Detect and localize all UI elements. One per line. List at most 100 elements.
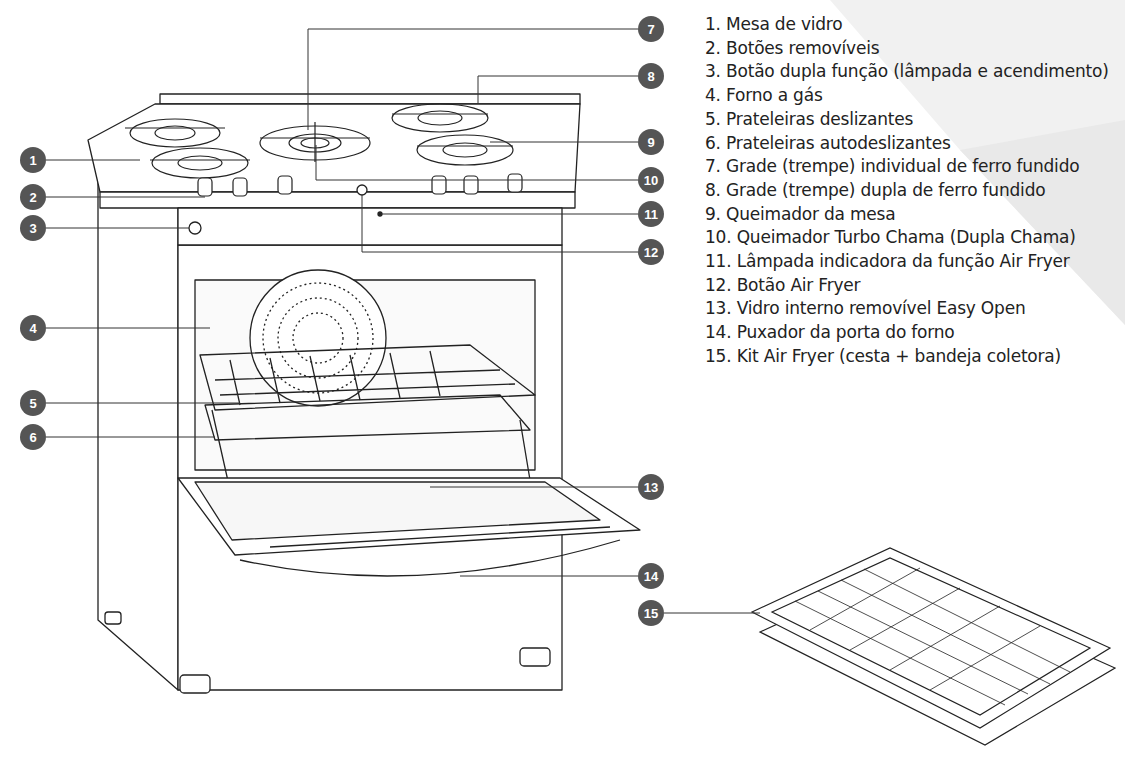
callout-number: 3 [20, 215, 46, 241]
burner [178, 156, 222, 170]
leader-line [46, 328, 210, 329]
leader-line [664, 613, 760, 614]
grate-bars [125, 114, 513, 162]
knob [233, 178, 247, 196]
leader-line [362, 195, 638, 252]
leader-line [460, 576, 638, 577]
foot [105, 612, 121, 624]
legend-item: 2. Botões removíveis [705, 38, 879, 58]
background-band [960, 120, 1125, 325]
oven-door [178, 478, 640, 555]
oven-rack [205, 395, 530, 440]
indicator-lamp [378, 212, 382, 216]
grate [130, 119, 220, 147]
grate [417, 135, 513, 165]
fan-grille [278, 298, 358, 378]
callout-text: 7 [647, 23, 654, 36]
door-slot [270, 527, 610, 547]
leader-line [46, 197, 205, 198]
legend-item: 3. Botão dupla função (lâmpada e acendim… [705, 61, 1109, 81]
knob [278, 176, 292, 194]
burner [418, 111, 462, 125]
callout-text: 11 [644, 208, 658, 221]
callout-number: 4 [20, 315, 46, 341]
leader-line [46, 228, 189, 229]
fan-grille [293, 313, 343, 363]
oven-fan [250, 270, 386, 406]
function-button [189, 222, 201, 234]
knob [198, 178, 212, 196]
legend-item: 14. Puxador da porta do forno [705, 322, 955, 342]
legend-item: 15. Kit Air Fryer (cesta + bandeja colet… [705, 346, 1061, 366]
callout-text: 4 [29, 322, 36, 335]
front-frame [178, 245, 562, 690]
callout-number: 10 [638, 167, 664, 193]
callout-text: 1 [29, 154, 36, 167]
knobs [198, 174, 522, 196]
door-handle [240, 540, 620, 576]
legend-item: 10. Queimador Turbo Chama (Dupla Chama) [705, 227, 1076, 247]
foot [180, 675, 210, 693]
knob [432, 176, 446, 194]
callout-number: 5 [20, 390, 46, 416]
glass-top [88, 104, 580, 192]
callout-number: 11 [638, 201, 664, 227]
callout-number: 13 [638, 474, 664, 500]
callout-text: 15 [644, 607, 658, 620]
legend-item: 1. Mesa de vidro [705, 14, 842, 34]
grate [392, 104, 488, 132]
callout-text: 8 [647, 70, 654, 83]
legend-item: 4. Forno a gás [705, 85, 823, 105]
callout-text: 9 [647, 136, 654, 149]
leader-line [382, 214, 638, 215]
leader-line [46, 160, 140, 161]
leader-line [46, 437, 215, 438]
legend-item: 11. Lâmpada indicadora da função Air Fry… [705, 251, 1070, 271]
burners [125, 104, 513, 178]
callout-text: 10 [644, 174, 658, 187]
callout-number: 7 [638, 16, 664, 42]
legend-item: 7. Grade (trempe) individual de ferro fu… [705, 156, 1079, 176]
airfryer-button [357, 185, 367, 195]
callout-text: 5 [29, 397, 36, 410]
basket-rim [752, 548, 1110, 728]
airfryer-basket [752, 548, 1115, 745]
leader-line [46, 403, 240, 404]
top-trim [100, 192, 575, 208]
grate [152, 148, 248, 178]
callout-number: 6 [20, 424, 46, 450]
legend-item: 13. Vidro interno removível Easy Open [705, 298, 1025, 318]
leader-line [316, 145, 638, 180]
callout-number: 1 [20, 147, 46, 173]
knob [508, 174, 522, 192]
leader-line [430, 487, 638, 488]
callout-number: 14 [638, 563, 664, 589]
leader-line [478, 76, 638, 104]
back-splash [160, 94, 580, 104]
stove-body [88, 94, 640, 693]
leader-line [490, 142, 638, 143]
callout-number: 12 [638, 239, 664, 265]
callout-text: 13 [644, 481, 658, 494]
callout-text: 3 [29, 222, 36, 235]
basket-mesh [795, 568, 1070, 705]
callout-number: 9 [638, 129, 664, 155]
side-panel [98, 150, 178, 690]
legend-item: 9. Queimador da mesa [705, 204, 895, 224]
legend-item: 8. Grade (trempe) dupla de ferro fundido [705, 180, 1045, 200]
callout-number: 2 [20, 184, 46, 210]
foot [520, 648, 550, 666]
callout-number: 8 [638, 63, 664, 89]
legend-item: 12. Botão Air Fryer [705, 275, 860, 295]
rack-wires [215, 351, 515, 405]
burner [443, 143, 487, 157]
callout-number: 15 [638, 600, 664, 626]
legend-item: 6. Prateleiras autodeslizantes [705, 133, 951, 153]
legend-item: 5. Prateleiras deslizantes [705, 109, 913, 129]
oven-rack [200, 345, 535, 410]
leader-lines [46, 29, 760, 613]
callout-text: 12 [644, 246, 658, 259]
knob [464, 176, 478, 194]
